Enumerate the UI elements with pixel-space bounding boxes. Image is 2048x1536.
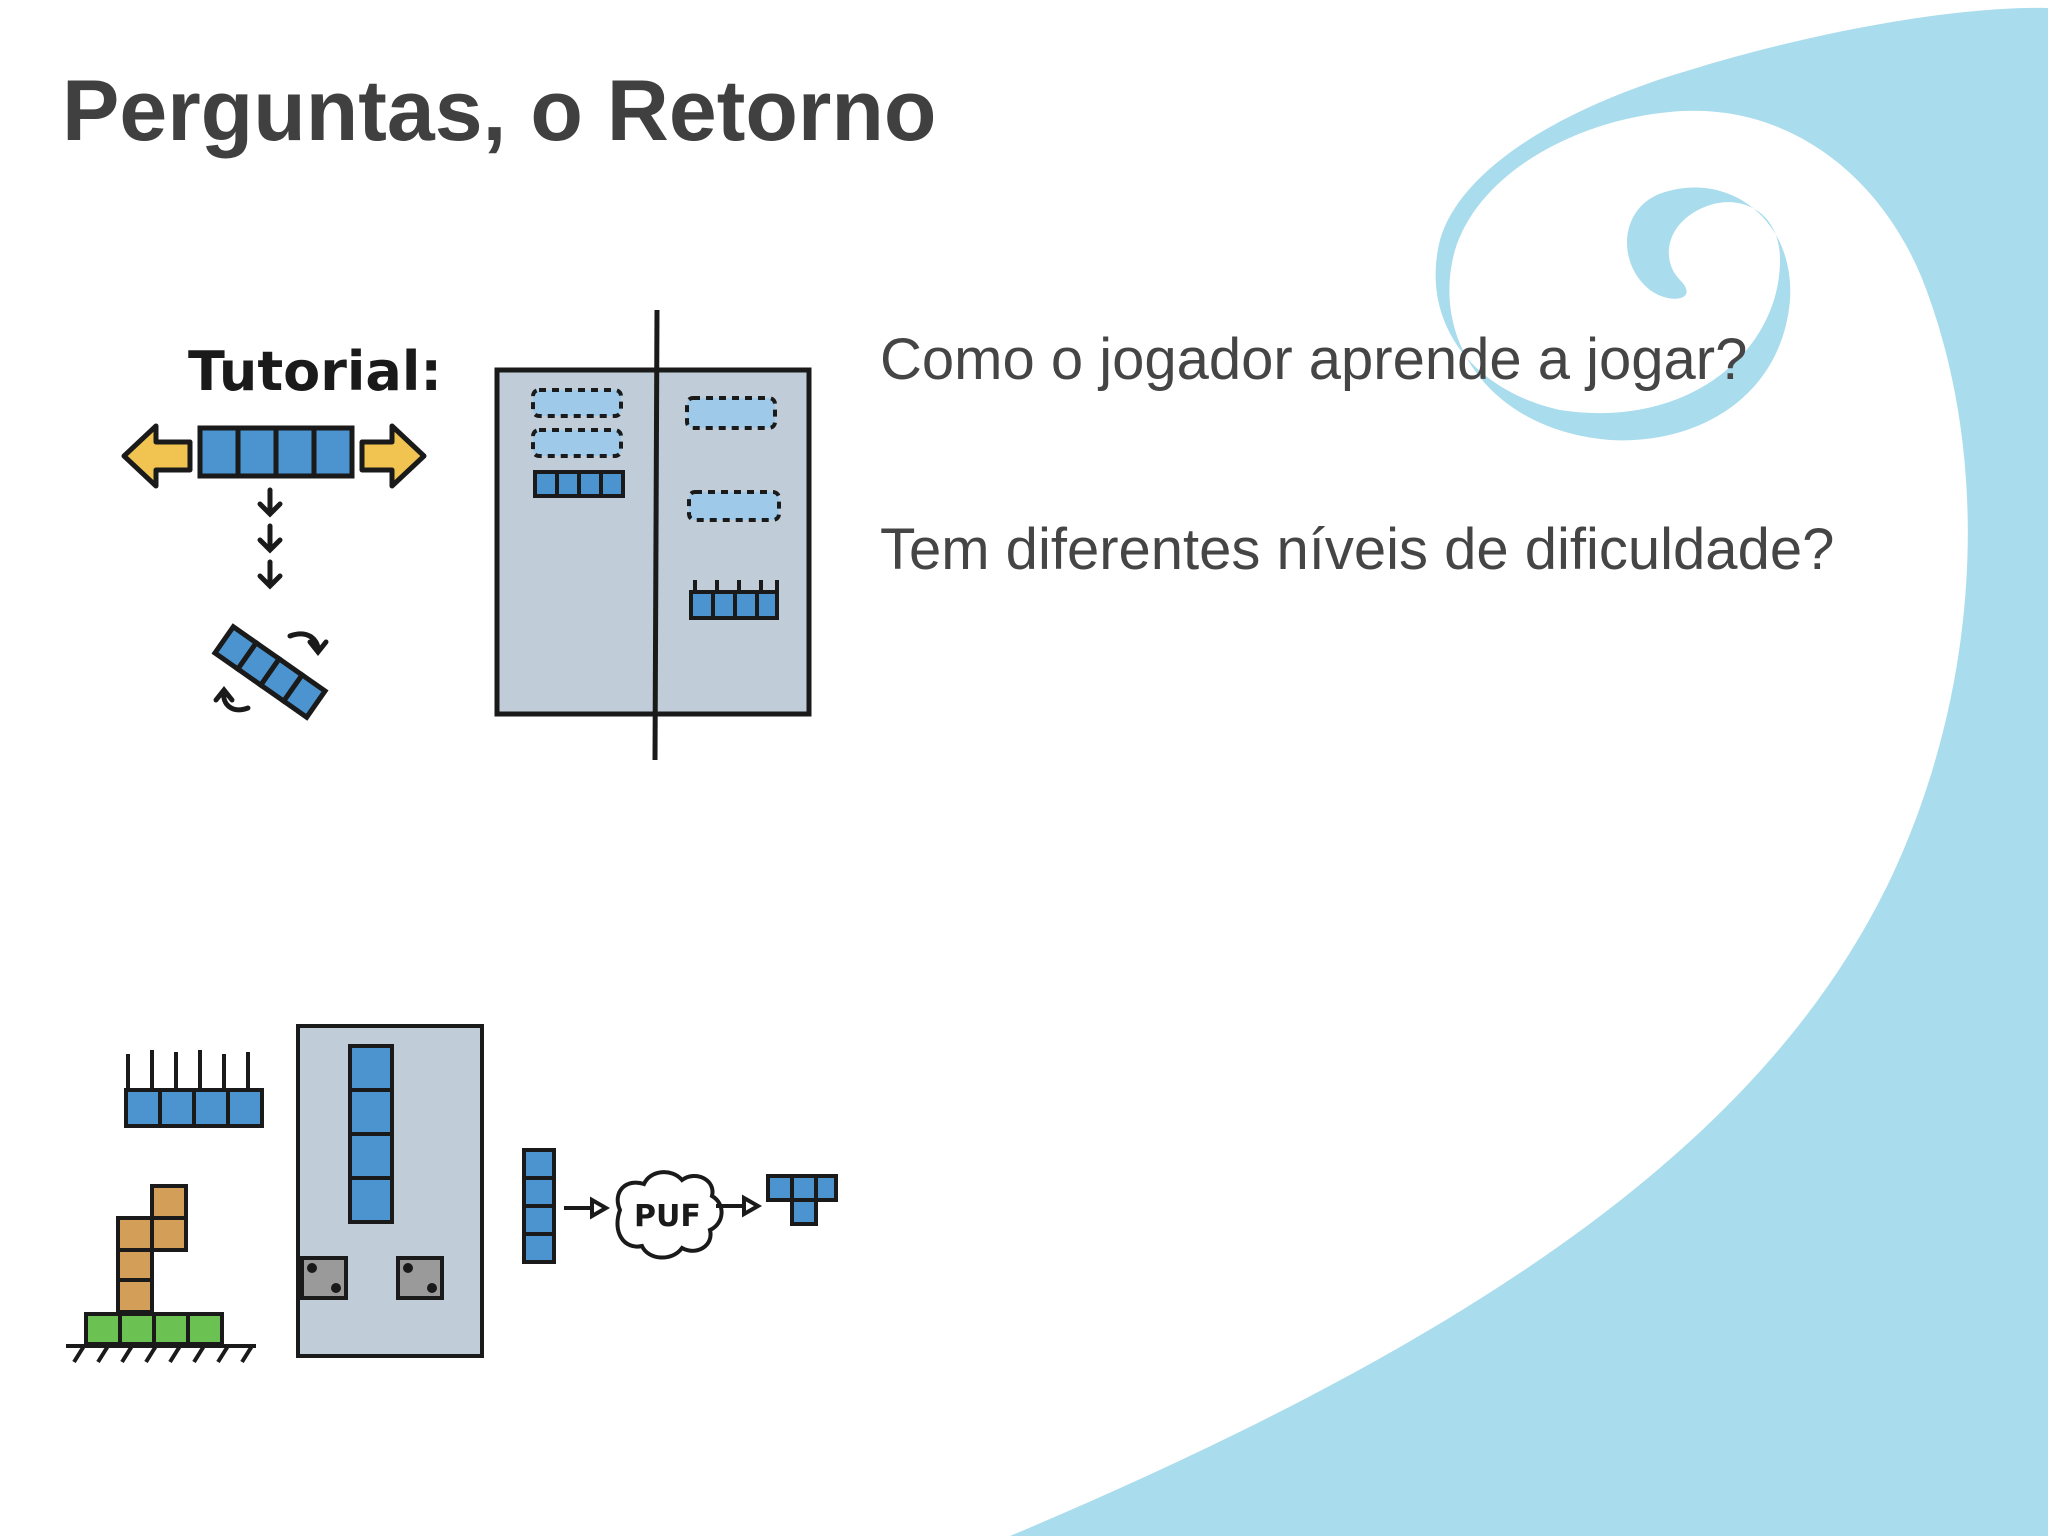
arrow-right-icon bbox=[359, 423, 427, 489]
rotate-arrows-icon bbox=[213, 631, 329, 713]
transform-arrow-icon bbox=[564, 1196, 611, 1220]
clearing-block-row bbox=[689, 580, 779, 620]
slide-title: Perguntas, o Retorno bbox=[62, 63, 937, 159]
puf-cloud bbox=[615, 1170, 724, 1260]
question-learning: Como o jogador aprende a jogar? bbox=[880, 327, 1748, 392]
ground-line bbox=[66, 1344, 256, 1364]
placed-block-row bbox=[533, 470, 625, 498]
falling-long-piece bbox=[348, 1044, 394, 1224]
wave-shape bbox=[1010, 7, 2048, 1536]
ghost-piece-outlines bbox=[531, 388, 781, 522]
rotating-block-piece bbox=[211, 623, 329, 721]
board-divider bbox=[652, 309, 660, 761]
vertical-piece-small bbox=[522, 1148, 556, 1264]
stacked-pieces bbox=[84, 1184, 224, 1346]
tutorial-illustration: Tutorial: bbox=[121, 340, 440, 721]
clearing-row-icon bbox=[124, 1050, 264, 1128]
obstacle-blocks bbox=[300, 1256, 444, 1300]
tutorial-label: Tutorial: bbox=[188, 340, 440, 403]
arrow-left-icon bbox=[121, 423, 193, 489]
arrows-down-icon bbox=[257, 487, 283, 590]
puf-label: PUF bbox=[634, 1199, 701, 1234]
transform-arrow-2-icon bbox=[716, 1194, 763, 1218]
game-board-illustration bbox=[494, 309, 812, 761]
question-difficulty: Tem diferentes níveis de dificuldade? bbox=[880, 517, 1835, 582]
horizontal-block-piece bbox=[197, 425, 355, 479]
difficulty-illustration: PUF bbox=[66, 1024, 838, 1364]
t-piece bbox=[766, 1174, 838, 1226]
